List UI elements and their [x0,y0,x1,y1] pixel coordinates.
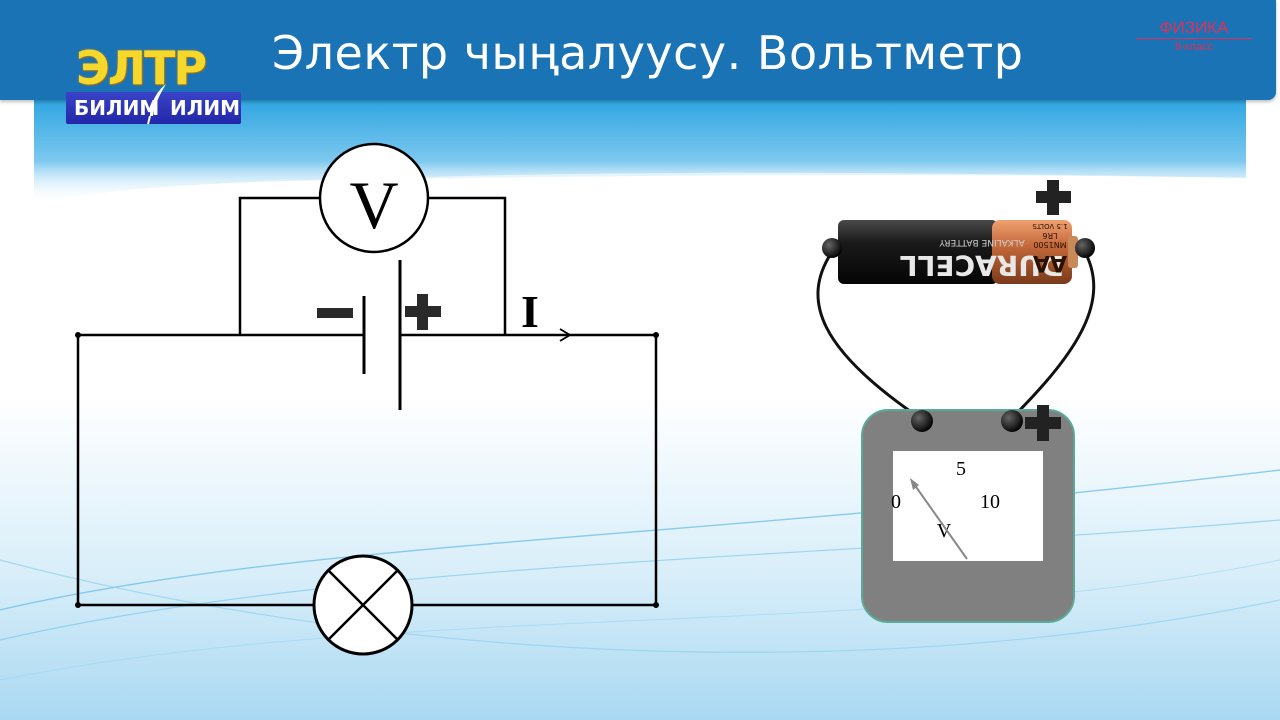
battery-positive-terminal [1075,238,1095,258]
logo-bar: БИЛИМ ИЛИМ [66,84,241,125]
junction-dot [653,602,659,608]
logo-left-word: БИЛИМ [74,96,160,120]
voltmeter-dial [893,451,1043,561]
current-label: I [521,286,539,337]
lamp-cross-icon [327,569,399,641]
battery-size: AA [1033,250,1067,275]
subject-tag: ФИЗИКА 8-класс [1136,18,1252,55]
logo-top-text: ЭЛТР [76,41,207,95]
battery-type: ALKALINE BATTERY [939,237,1025,247]
wire-positive [1010,251,1096,420]
scale-min-label: 0 [891,491,901,513]
meter-negative-terminal [911,410,933,432]
scale-mid-label: 5 [956,458,966,480]
aa-battery: DURACELL ALKALINE BATTERY AA MN1500 LR6 … [838,220,1078,284]
voltmeter-letter: V [349,167,398,243]
subject-divider [1136,38,1252,39]
plus-icon [405,294,441,330]
battery-voltage: 1.5 VOLTS [1032,222,1068,230]
plus-icon [1025,405,1061,441]
logo-right-word: ИЛИМ [170,96,240,120]
scale-max-label: 10 [980,491,1000,513]
junction-dot [75,602,81,608]
plus-icon [1036,180,1071,215]
subject-name: ФИЗИКА [1159,18,1229,37]
page-title: Электр чыңалуусу. Вольтметр [272,26,1024,80]
junction-dot [653,332,659,338]
junction-dot [75,332,81,338]
minus-icon [317,308,353,318]
battery-brand: DURACELL [900,249,1065,282]
channel-logo: ЭЛТР БИЛИМ ИЛИМ [66,41,241,125]
header-bar: Электр чыңалуусу. Вольтметр [0,0,1276,100]
meter-positive-terminal [1001,410,1023,432]
battery-negative-terminal [822,238,842,258]
quill-icon [147,84,166,125]
voltmeter-branch [238,196,507,335]
current-arrow-icon [508,328,572,342]
meter-needle [910,478,968,560]
battery-iec: LR6 [1042,231,1057,240]
voltmeter-symbol [318,142,430,254]
subject-grade: 8-класс [1174,41,1214,53]
meter-unit-label: V [937,520,952,542]
wire-negative [816,251,921,420]
battery-model: MN1500 [1033,240,1066,249]
